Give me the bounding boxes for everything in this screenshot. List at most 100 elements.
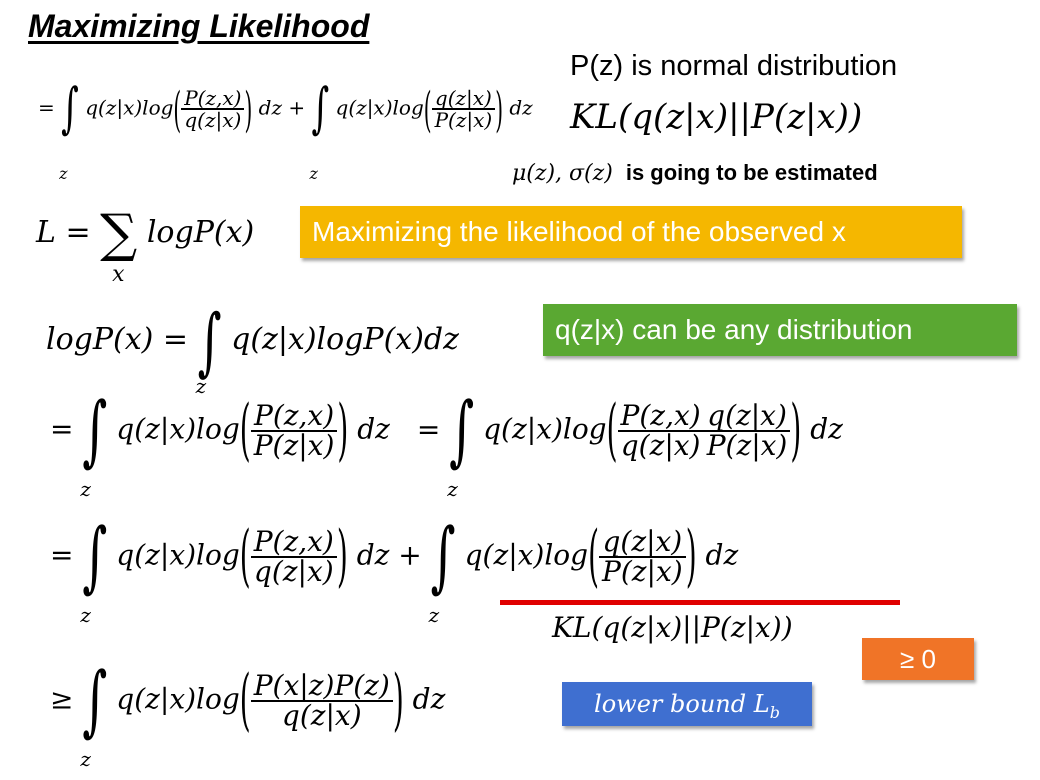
integral: ∫z	[309, 77, 330, 183]
equals-sign: =	[50, 412, 74, 446]
integral: ∫z	[80, 512, 108, 627]
paren: (	[606, 390, 618, 470]
dz: dz	[356, 538, 390, 572]
integral: ∫z	[447, 386, 475, 501]
normal-distribution-note: P(z) is normal distribution	[570, 50, 898, 82]
fraction: P(x|z)P(z)q(z|x)	[250, 669, 393, 730]
integral-subscript: z	[195, 374, 207, 398]
denominator: q(z|x)	[250, 556, 337, 586]
lower-bound-subscript: b	[769, 702, 780, 722]
kl-under-label: KL(q(z|x)||P(z|x))	[552, 611, 793, 644]
fraction: P(z,x)P(z|x)	[250, 399, 338, 460]
numerator: q(z|x)	[434, 86, 492, 110]
dz: dz	[705, 538, 739, 572]
paren: )	[244, 80, 253, 138]
numerator: P(z,x)	[620, 399, 701, 432]
equation-row-4: = ∫z q(z|x)log(P(z,x)P(z|x)) dz = ∫z q(z…	[50, 386, 843, 501]
term: q(z|x)log	[116, 412, 240, 446]
numerator: P(z,x)	[253, 525, 334, 558]
logPx: logP(x)	[146, 215, 255, 250]
term: q(z|x)log	[116, 682, 240, 716]
fraction: P(z,x)q(z|x)	[617, 399, 704, 460]
dz: dz	[810, 412, 843, 446]
plus-sign: +	[288, 95, 306, 120]
numerator: q(z|x)	[707, 399, 787, 432]
integral-subscript: z	[80, 747, 91, 771]
fraction: q(z|x)P(z|x)	[599, 528, 686, 586]
fraction: P(z,x)q(z|x)	[250, 525, 337, 586]
term: q(z|x)log	[85, 95, 174, 120]
equals-sign: =	[50, 538, 74, 572]
any-distribution-box: q(z|x) can be any distribution	[543, 304, 1017, 356]
dz: dz	[357, 412, 390, 446]
term: q(z|x)log	[483, 412, 607, 446]
dz: dz	[258, 95, 282, 120]
numerator: P(z,x)	[253, 399, 335, 432]
kl-divergence-note: KL(q(z|x)||P(z|x))	[570, 97, 863, 137]
integral-subscript: z	[59, 164, 68, 183]
paren: )	[336, 516, 348, 596]
integral: ∫z	[195, 297, 222, 398]
slide-title: Maximizing Likelihood	[28, 8, 370, 44]
integral: ∫z	[59, 77, 79, 183]
term: q(z|x)log	[116, 538, 240, 572]
paren: )	[685, 516, 697, 596]
integral: ∫z	[428, 512, 456, 627]
integral-subscript: z	[309, 164, 318, 183]
denominator: P(z|x)	[599, 556, 686, 586]
term: q(z|x)log	[464, 538, 589, 572]
fraction: q(z|x)P(z|x)	[703, 399, 791, 460]
denominator: P(z|x)	[250, 430, 338, 460]
red-underline	[500, 600, 900, 605]
numerator: q(z|x)	[602, 525, 683, 558]
paren: (	[239, 516, 251, 596]
paren: )	[337, 390, 349, 470]
geq-zero-box: ≥ 0	[862, 638, 974, 680]
integral-subscript: z	[80, 603, 91, 627]
integral: ∫z	[80, 386, 108, 501]
denominator: q(z|x)	[250, 700, 393, 730]
paren: (	[239, 390, 251, 470]
denominator: q(z|x)	[617, 430, 704, 460]
likelihood-equation: L = ∑x logP(x)	[36, 204, 255, 287]
paren: (	[423, 80, 432, 138]
paren: )	[790, 390, 802, 470]
maximizing-box: Maximizing the likelihood of the observe…	[300, 206, 962, 258]
paren: )	[392, 660, 404, 740]
equation-top: = ∫z q(z|x)log(P(z,x)q(z|x)) dz + ∫z q(z…	[38, 77, 533, 183]
estimate-note: μ(z), σ(z) is going to be estimated	[512, 160, 878, 186]
logpx-equation: logP(x) = ∫z q(z|x)logP(x)dz	[46, 297, 459, 398]
logPx-equals: logP(x) =	[46, 322, 189, 357]
denominator: q(z|x)	[181, 108, 245, 130]
equation-row-6: ≥ ∫z q(z|x)log(P(x|z)P(z)q(z|x)) dz	[50, 656, 446, 771]
summation: ∑x	[100, 204, 138, 287]
denominator: P(z|x)	[703, 430, 791, 460]
plus-sign: +	[398, 538, 422, 572]
dz: dz	[412, 682, 446, 716]
term: q(z|x)logP(x)dz	[231, 322, 459, 357]
denominator: P(z|x)	[431, 108, 496, 130]
mu-sigma: μ(z), σ(z)	[512, 161, 613, 186]
term: q(z|x)log	[335, 95, 424, 120]
numerator: P(z,x)	[184, 86, 242, 110]
paren: (	[239, 660, 251, 740]
equation-row-5: = ∫z q(z|x)log(P(z,x)q(z|x)) dz + ∫z q(z…	[50, 512, 739, 627]
geq-sign: ≥	[50, 682, 74, 716]
fraction: P(z,x)q(z|x)	[181, 86, 245, 130]
paren: (	[173, 80, 182, 138]
integral-subscript: z	[80, 477, 91, 501]
lower-bound-box: lower bound Lb	[562, 682, 812, 726]
summation-subscript: x	[112, 262, 125, 287]
dz: dz	[509, 95, 533, 120]
integral: ∫z	[80, 656, 108, 771]
paren: )	[495, 80, 503, 138]
numerator: P(x|z)P(z)	[253, 669, 390, 702]
L-equals: L =	[36, 215, 91, 250]
equals-sign: =	[416, 412, 441, 446]
equals-sign: =	[38, 95, 55, 120]
lower-bound-label: lower bound L	[594, 690, 770, 718]
integral-subscript: z	[447, 477, 458, 501]
fraction: q(z|x)P(z|x)	[431, 86, 496, 130]
estimate-text: is going to be estimated	[625, 160, 878, 185]
paren: (	[588, 516, 600, 596]
